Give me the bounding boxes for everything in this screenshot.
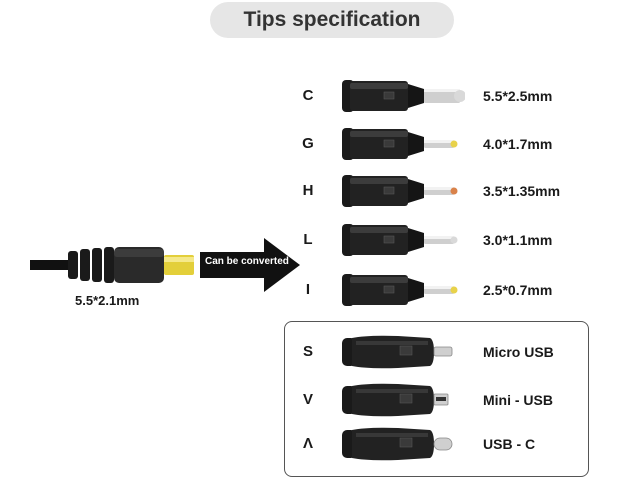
usb-connector-image bbox=[342, 335, 453, 369]
tip-row: G 4.0*1.7mm bbox=[0, 124, 640, 164]
tip-row: I 2.5*0.7mm bbox=[0, 270, 640, 310]
usb-row: S Micro USB bbox=[0, 332, 640, 372]
convert-arrow-icon bbox=[200, 238, 300, 292]
tip-letter: I bbox=[305, 281, 311, 298]
usb-letter: V bbox=[302, 391, 313, 408]
dc-tip-image bbox=[342, 80, 465, 112]
usb-connector-image bbox=[342, 427, 453, 461]
usb-type-label: Mini - USB bbox=[483, 392, 553, 408]
tip-size-label: 3.5*1.35mm bbox=[483, 183, 561, 199]
tip-letter: L bbox=[303, 231, 313, 248]
arrow-label: Can be converted bbox=[205, 256, 289, 267]
dc-tip-image bbox=[342, 128, 458, 160]
dc-tip-image bbox=[342, 274, 458, 306]
usb-letter: Λ bbox=[302, 435, 313, 452]
dc-tip-image bbox=[342, 224, 458, 256]
usb-type-label: USB - C bbox=[483, 436, 536, 452]
tip-row: H 3.5*1.35mm bbox=[0, 171, 640, 211]
tip-size-label: 5.5*2.5mm bbox=[483, 88, 553, 104]
usb-row: V Mini - USB bbox=[0, 380, 640, 420]
usb-type-label: Micro USB bbox=[483, 344, 554, 360]
tip-size-label: 2.5*0.7mm bbox=[483, 282, 553, 298]
usb-row: Λ USB - C bbox=[0, 424, 640, 464]
tip-row: L 3.0*1.1mm bbox=[0, 220, 640, 260]
tip-size-label: 4.0*1.7mm bbox=[483, 136, 553, 152]
page-title: Tips specification bbox=[243, 8, 421, 31]
tip-row: C 5.5*2.5mm bbox=[0, 76, 640, 116]
usb-connector-image bbox=[342, 383, 449, 417]
usb-adapters-box bbox=[284, 321, 589, 477]
title-pill: Tips specification bbox=[210, 2, 454, 38]
usb-letter: S bbox=[302, 343, 313, 360]
dc-plug-size-label: 5.5*2.1mm bbox=[75, 293, 140, 308]
tip-letter: G bbox=[302, 135, 314, 152]
tip-size-label: 3.0*1.1mm bbox=[483, 232, 553, 248]
dc-tip-image bbox=[342, 175, 458, 207]
dc-plug-image bbox=[30, 247, 194, 283]
tip-letter: H bbox=[302, 182, 314, 199]
tip-letter: C bbox=[302, 87, 314, 104]
